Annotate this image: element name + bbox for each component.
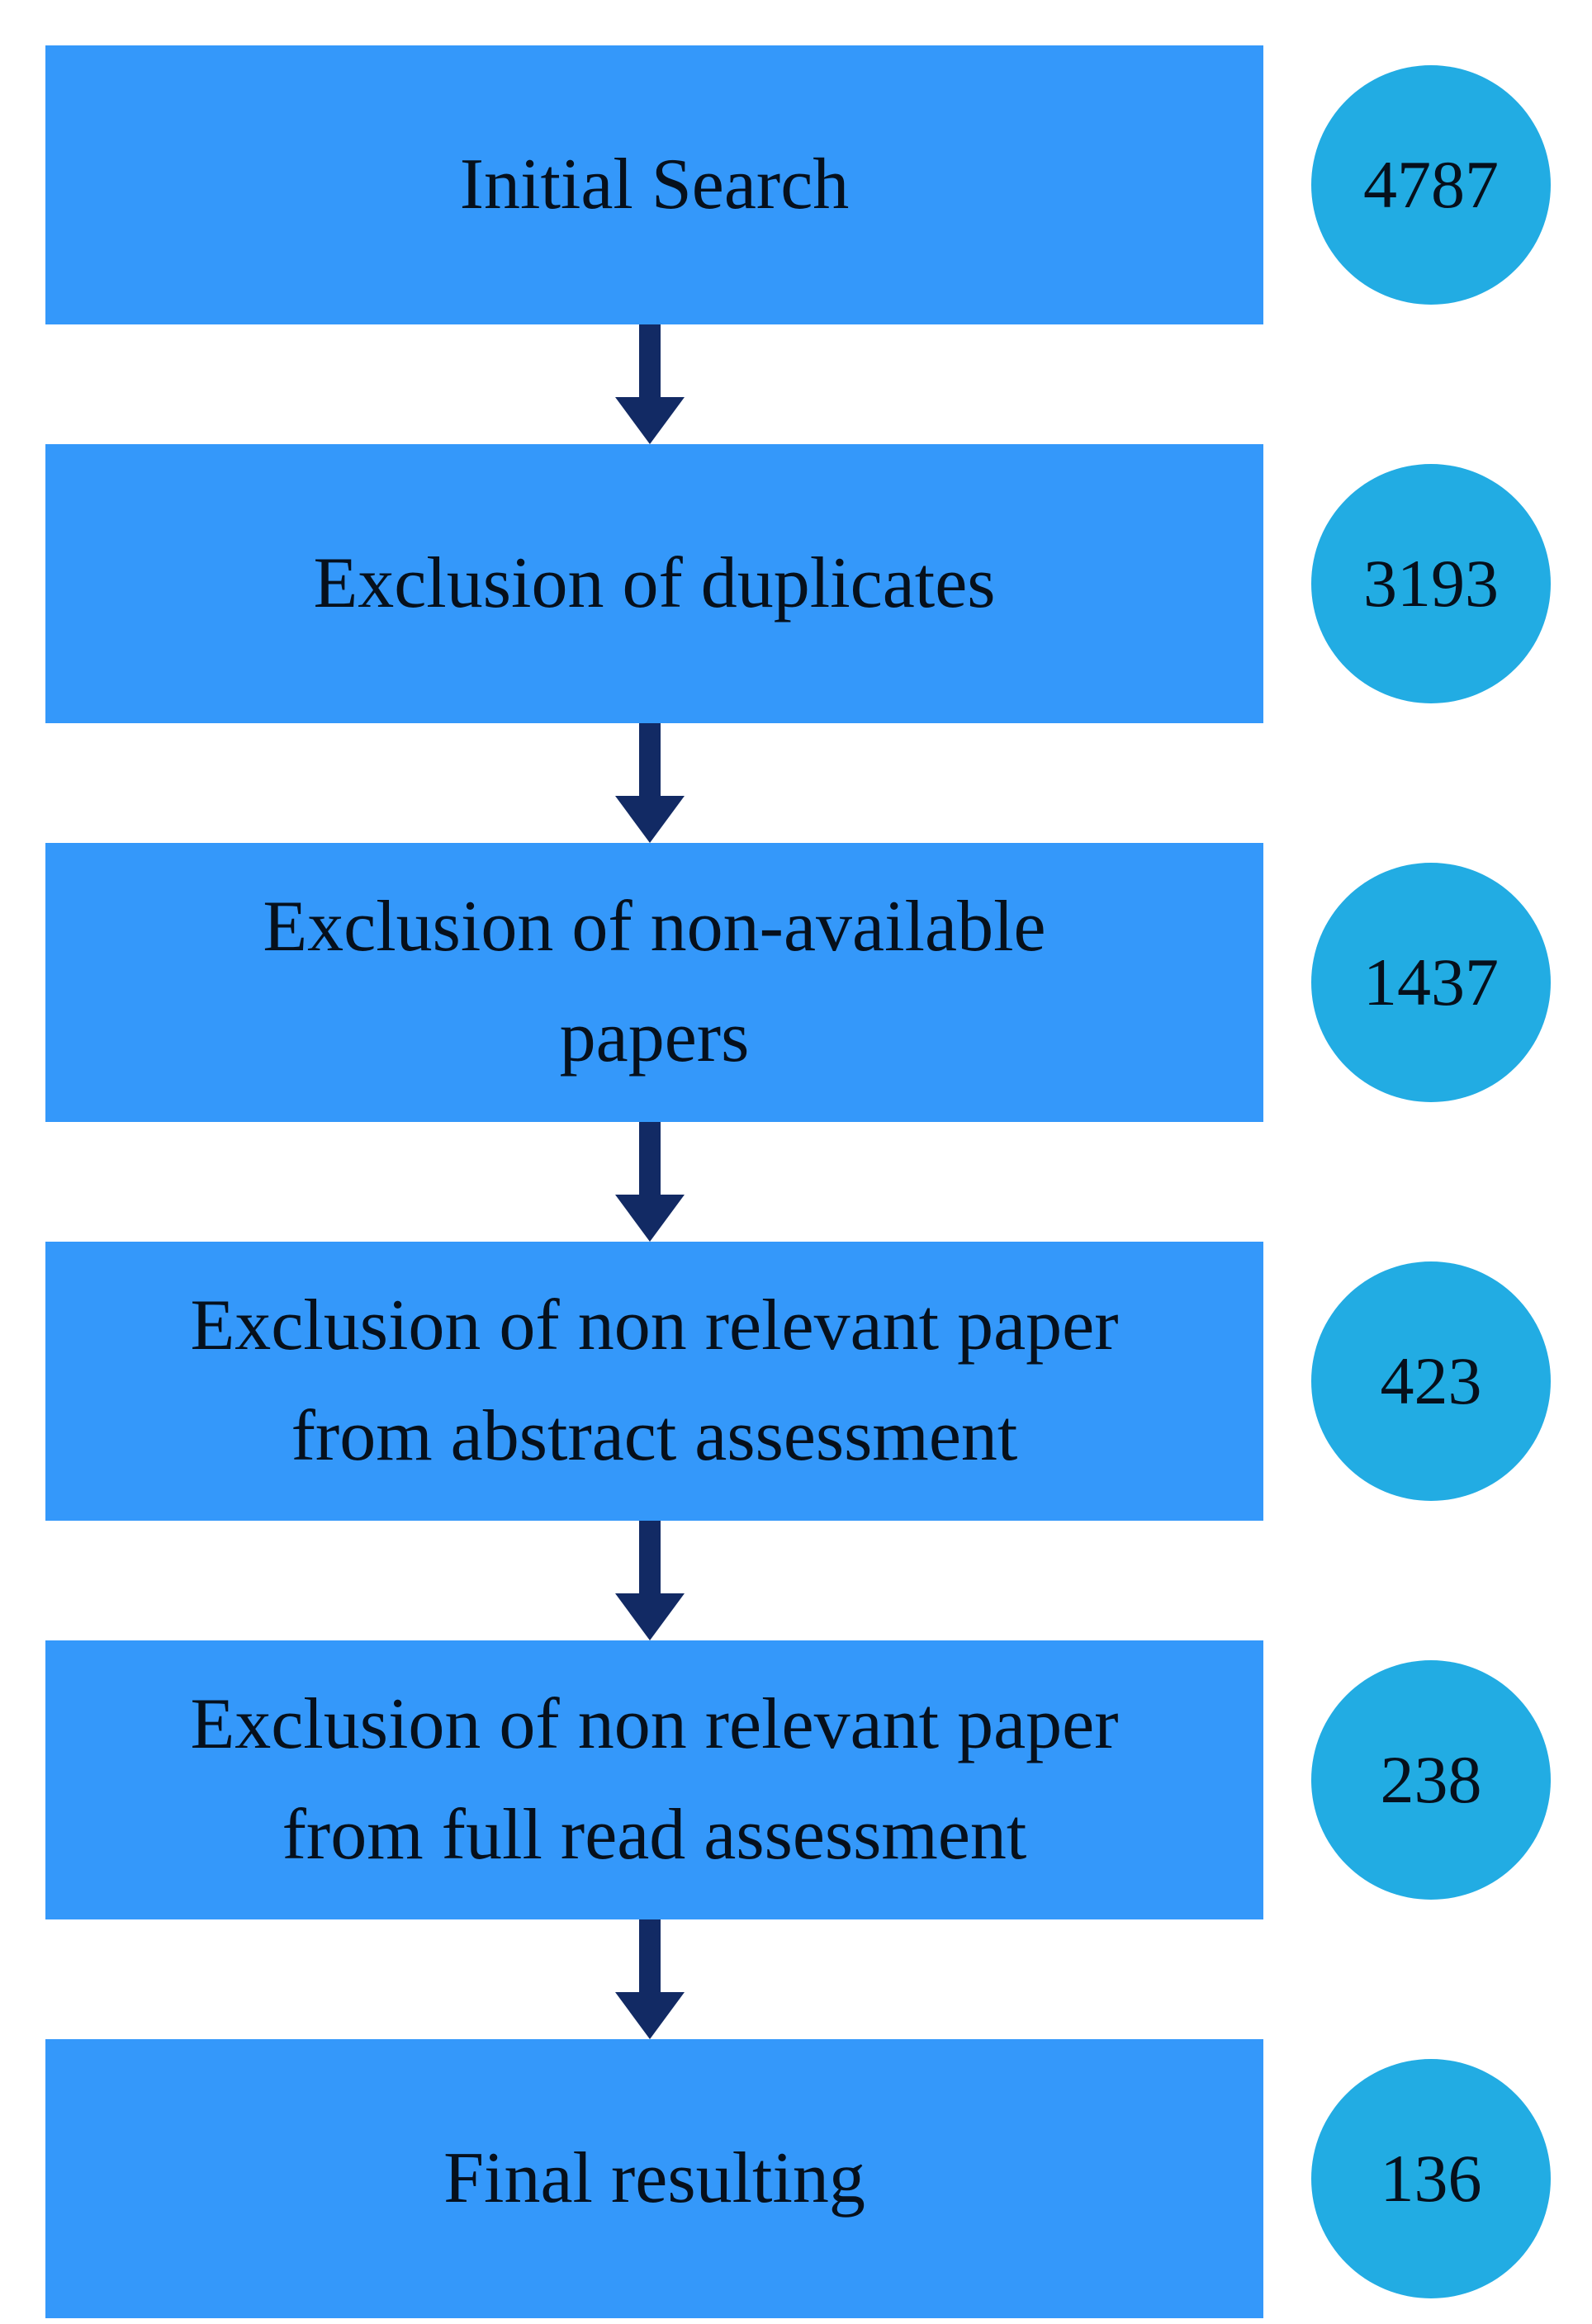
- count-value: 423: [1380, 1343, 1482, 1418]
- arrow-head: [615, 397, 685, 444]
- count-circle-final-resulting: 136: [1311, 2059, 1551, 2298]
- down-arrow-icon: [615, 1122, 685, 1242]
- step-label: Exclusion of non relevant paper: [190, 1285, 1119, 1366]
- flow-row-exclusion-full-read: Exclusion of non relevant paper from ful…: [0, 1640, 1592, 1919]
- step-box-exclusion-abstract: Exclusion of non relevant paper from abs…: [45, 1242, 1263, 1521]
- flow-row-exclusion-non-available: Exclusion of non-available papers 1437: [0, 843, 1592, 1122]
- arrow-shaft: [639, 324, 661, 397]
- count-circle-exclusion-duplicates: 3193: [1311, 464, 1551, 703]
- count-circle-exclusion-non-available: 1437: [1311, 863, 1551, 1102]
- flow-row-final-resulting: Final resulting 136: [0, 2039, 1592, 2318]
- step-label: Initial Search: [459, 144, 850, 225]
- step-box-initial-search: Initial Search: [45, 45, 1263, 324]
- step-label: Exclusion of non-available: [263, 887, 1046, 968]
- step-box-exclusion-duplicates: Exclusion of duplicates: [45, 444, 1263, 723]
- count-circle-initial-search: 4787: [1311, 65, 1551, 305]
- arrow-head: [615, 796, 685, 843]
- flow-row-exclusion-abstract: Exclusion of non relevant paper from abs…: [0, 1242, 1592, 1521]
- down-arrow-icon: [615, 324, 685, 444]
- count-circle-exclusion-full-read: 238: [1311, 1660, 1551, 1900]
- down-arrow-icon: [615, 1919, 685, 2039]
- step-label: Final resulting: [443, 2138, 865, 2219]
- count-value: 136: [1380, 2141, 1482, 2216]
- step-label: Exclusion of duplicates: [313, 543, 996, 624]
- flow-row-initial-search: Initial Search 4787: [0, 45, 1592, 324]
- count-value: 238: [1380, 1742, 1482, 1817]
- count-value: 3193: [1363, 546, 1499, 621]
- count-circle-exclusion-abstract: 423: [1311, 1261, 1551, 1501]
- down-arrow-icon: [615, 1521, 685, 1640]
- step-box-exclusion-full-read: Exclusion of non relevant paper from ful…: [45, 1640, 1263, 1919]
- count-value: 1437: [1363, 944, 1499, 1020]
- arrow-head: [615, 1593, 685, 1640]
- arrow-shaft: [639, 723, 661, 796]
- step-label-line2: from full read assessment: [282, 1795, 1027, 1875]
- arrow-shaft: [639, 1521, 661, 1593]
- step-box-exclusion-non-available: Exclusion of non-available papers: [45, 843, 1263, 1122]
- arrow-head: [615, 1992, 685, 2039]
- flow-row-exclusion-duplicates: Exclusion of duplicates 3193: [0, 444, 1592, 723]
- arrow-shaft: [639, 1122, 661, 1195]
- step-label-line2: from abstract assessment: [291, 1396, 1018, 1476]
- arrow-head: [615, 1195, 685, 1242]
- arrow-shaft: [639, 1919, 661, 1992]
- step-label-line2: papers: [559, 997, 750, 1077]
- step-label: Exclusion of non relevant paper: [190, 1684, 1119, 1765]
- step-box-final-resulting: Final resulting: [45, 2039, 1263, 2318]
- down-arrow-icon: [615, 723, 685, 843]
- count-value: 4787: [1363, 147, 1499, 222]
